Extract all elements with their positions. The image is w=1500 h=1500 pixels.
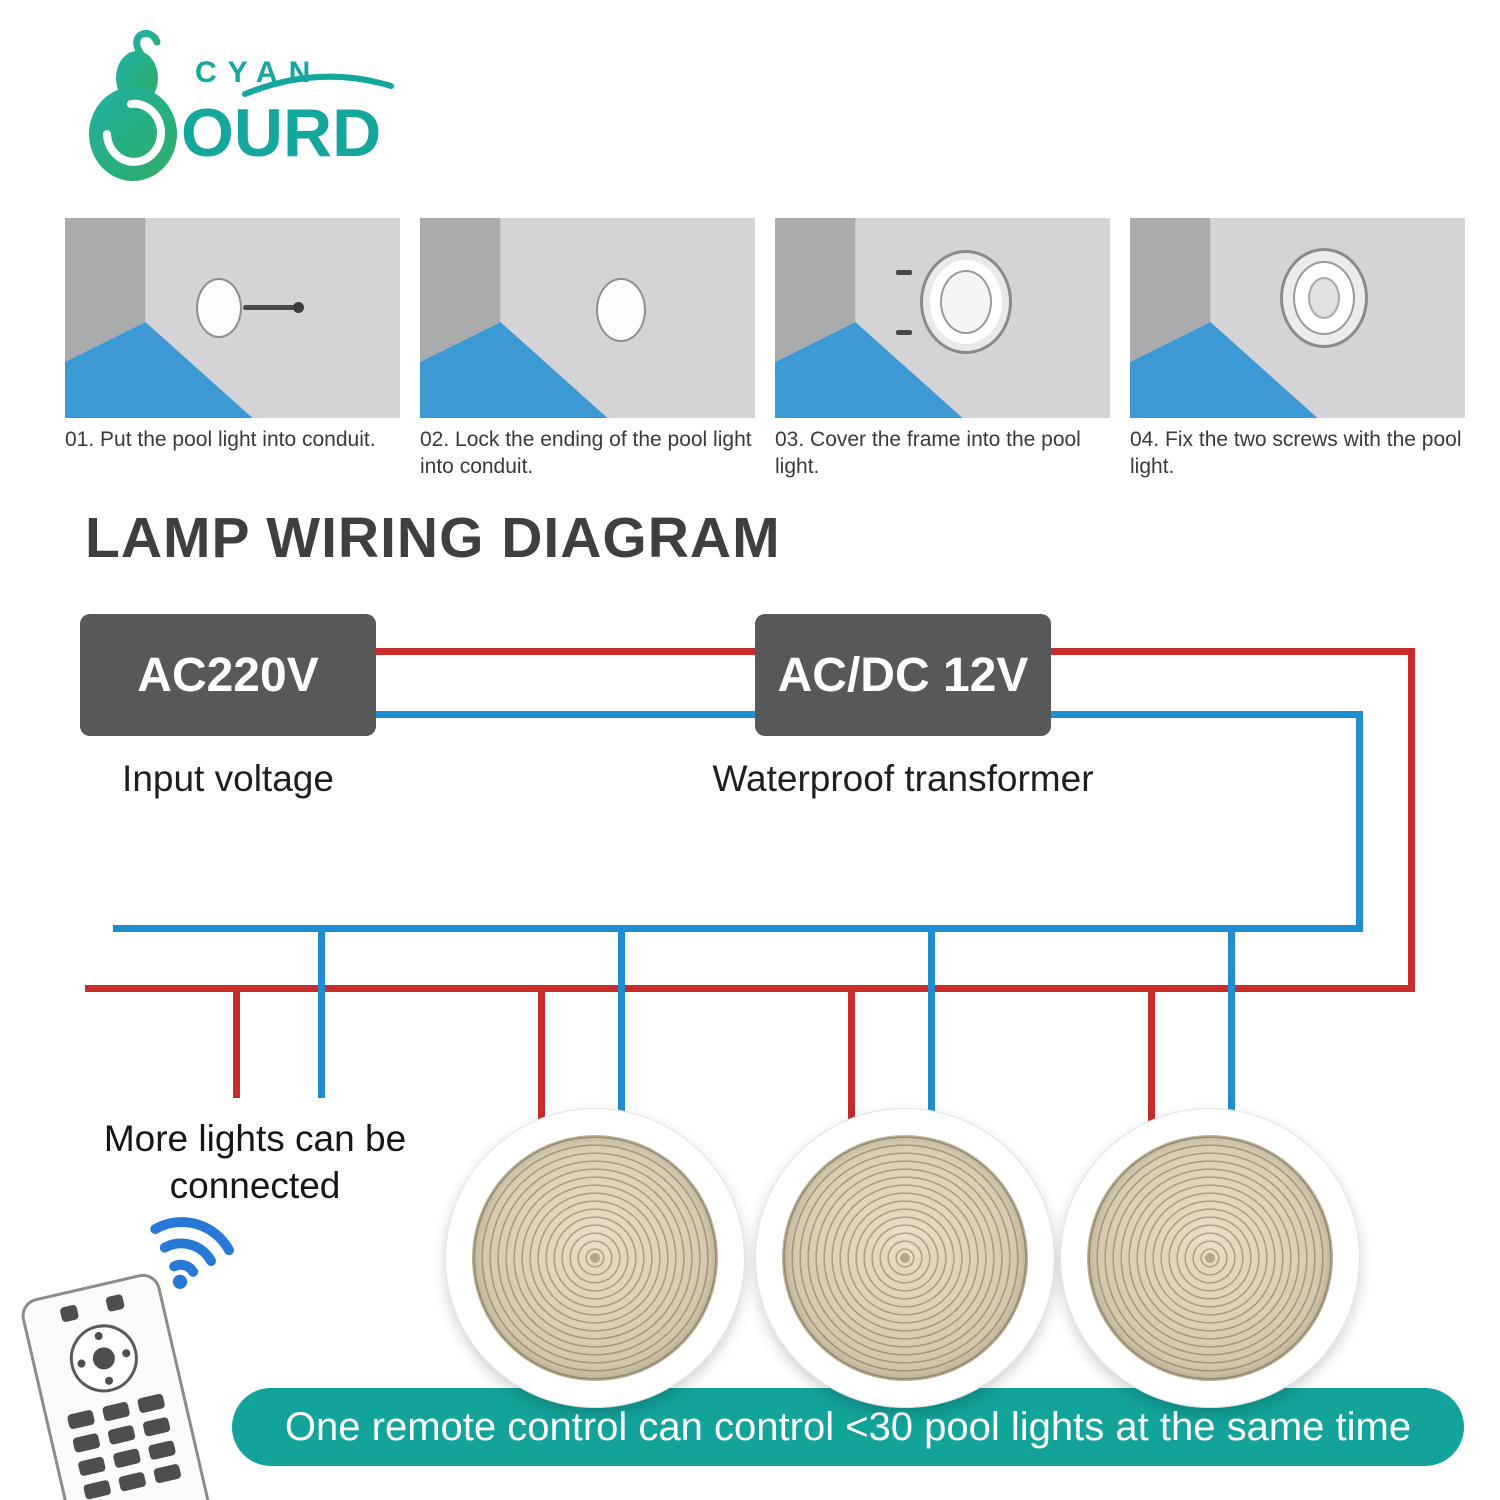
wire-neutral-stub-left	[318, 932, 325, 1098]
step-caption-3: 03. Cover the frame into the pool light.	[775, 428, 1081, 478]
wire-neutral-drop-3	[1228, 932, 1235, 1113]
wire-live-top-right	[1051, 648, 1415, 655]
screw-icon	[895, 330, 912, 335]
wifi-signal-icon	[150, 1217, 234, 1289]
input-voltage-box: AC220V	[80, 614, 376, 736]
input-voltage-caption: Input voltage	[122, 758, 334, 799]
pool-light-1	[445, 1108, 745, 1408]
step-panel-4: 04. Fix the two screws with the pool lig…	[1130, 218, 1465, 481]
step-panel-2: 02. Lock the ending of the pool light in…	[420, 218, 755, 481]
step-image-2	[420, 218, 755, 418]
wire-neutral-bus	[113, 925, 1363, 932]
step-panel-3: 03. Cover the frame into the pool light.	[775, 218, 1110, 481]
pool-light-2	[755, 1108, 1055, 1408]
step-image-1	[65, 218, 400, 418]
remote-dpad	[63, 1317, 145, 1400]
pool-light-3	[1060, 1108, 1360, 1408]
remote-keypad	[66, 1393, 182, 1500]
led-face	[472, 1135, 718, 1381]
step-image-3	[775, 218, 1110, 418]
brand-swoosh	[242, 73, 394, 97]
wire-neutral-drop-1	[618, 932, 625, 1114]
conduit-hole	[196, 278, 243, 338]
led-face	[1087, 1135, 1333, 1381]
brand-bottom-text: OURD	[181, 95, 381, 171]
installed-light-lens	[1308, 277, 1341, 319]
screw-pin-icon	[243, 302, 305, 313]
screw-icon	[895, 270, 912, 275]
more-lights-note: More lights can be connected	[103, 1118, 407, 1207]
banner-text: One remote control can control <30 pool …	[284, 1404, 1412, 1449]
wire-live-bus	[85, 985, 1415, 992]
step-caption-1: 01. Put the pool light into conduit.	[65, 428, 376, 451]
gourd-icon	[89, 30, 177, 181]
wire-live-stub-left	[233, 992, 240, 1098]
wire-live-top-left	[376, 648, 755, 655]
wire-neutral-top-right	[1051, 711, 1363, 718]
diagram-title: LAMP WIRING DIAGRAM	[85, 506, 781, 570]
wire-neutral-drop-2	[928, 932, 935, 1114]
wire-neutral-top-left	[376, 711, 755, 718]
wire-live-right-drop	[1408, 648, 1415, 992]
brand-logo: CYAN OURD	[89, 30, 394, 181]
banner: One remote control can control <30 pool …	[232, 1388, 1464, 1466]
step-caption-2: 02. Lock the ending of the pool light in…	[420, 428, 752, 478]
remote-control	[18, 1270, 214, 1500]
step-image-4	[1130, 218, 1465, 418]
step-caption-4: 04. Fix the two screws with the pool lig…	[1130, 428, 1462, 478]
led-face	[782, 1135, 1028, 1381]
brand-top-text: CYAN	[195, 56, 321, 89]
light-frame-inner	[939, 270, 992, 334]
remote-power-buttons	[59, 1293, 126, 1323]
conduit-hole	[596, 278, 646, 342]
transformer-box: AC/DC 12V	[755, 614, 1051, 736]
wire-live-drop-1	[538, 992, 545, 1122]
wire-live-drop-2	[848, 992, 855, 1122]
wire-neutral-right-drop	[1356, 711, 1363, 932]
step-panel-1: 01. Put the pool light into conduit.	[65, 218, 400, 454]
transformer-caption: Waterproof transformer	[712, 758, 1094, 799]
wire-live-drop-3	[1148, 992, 1155, 1124]
